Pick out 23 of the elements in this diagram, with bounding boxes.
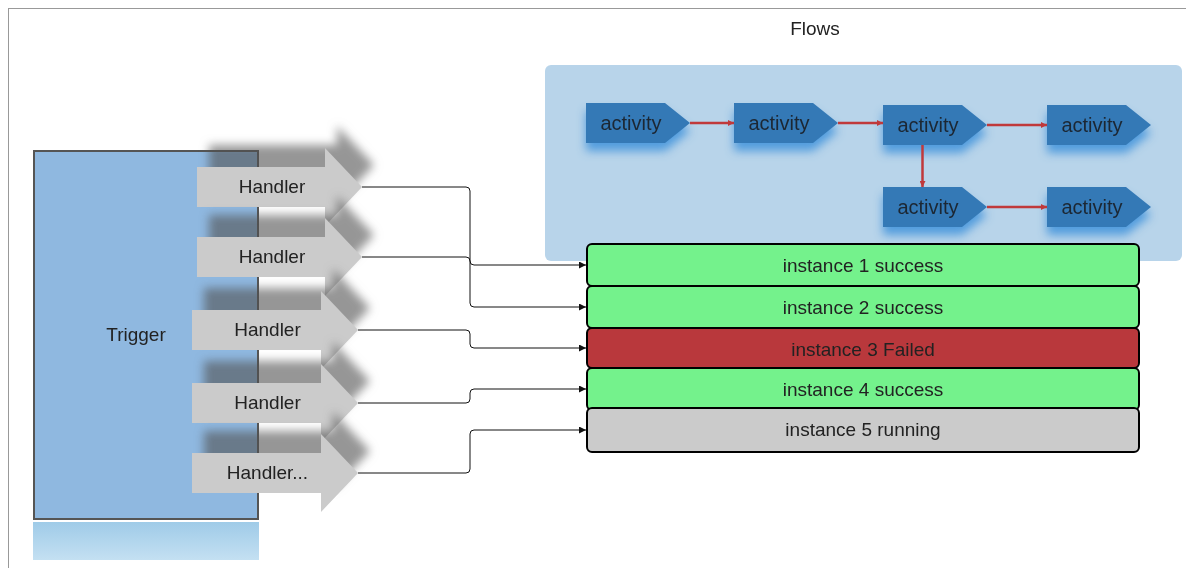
arrow (361, 186, 587, 269)
arrow (361, 256, 587, 311)
arrow (987, 204, 1047, 210)
arrow (357, 385, 587, 404)
failed-bar: instance 3 Failed (586, 327, 1140, 369)
arrow (357, 329, 587, 352)
activity-shape: activity (883, 187, 987, 227)
arrow (987, 122, 1047, 128)
activity-shape: activity (734, 103, 838, 143)
arrow (919, 145, 926, 187)
success-bar: instance 1 success (586, 243, 1140, 287)
activity-shape: activity (1047, 187, 1151, 227)
arrow (357, 426, 587, 474)
success-bar: instance 4 success (586, 367, 1140, 411)
arrow (690, 120, 734, 126)
arrow (838, 120, 883, 126)
success-bar: instance 2 success (586, 285, 1140, 329)
activity-shape: activity (1047, 105, 1151, 145)
activity-shape: activity (586, 103, 690, 143)
running-bar: instance 5 running (586, 407, 1140, 453)
flows-title: Flows (789, 17, 841, 41)
handler-pentagon: Handler (192, 291, 358, 369)
activity-shape: activity (883, 105, 987, 145)
